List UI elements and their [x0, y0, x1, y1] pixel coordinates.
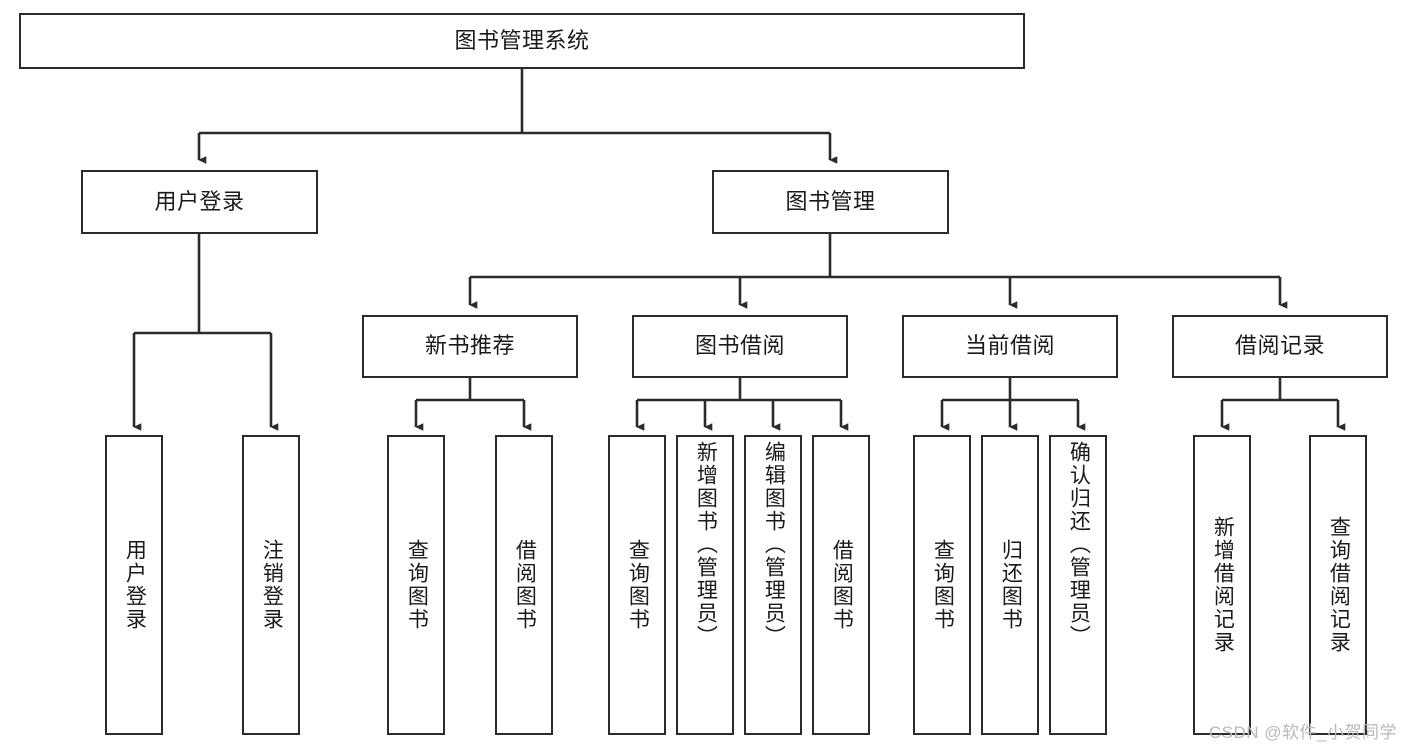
node-leaf-user-login-label: 用户登录 [123, 539, 147, 631]
node-leaf-add-book-admin[interactable]: 新增图书（管理员） [676, 435, 734, 735]
node-leaf-confirm-return-admin-label: 确认归还（管理员） [1067, 441, 1091, 648]
node-book-manage-label: 图书管理 [785, 188, 876, 214]
edge-group-borrow-record [1220, 378, 1346, 431]
node-leaf-add-book-admin-label: 新增图书（管理员） [694, 441, 718, 648]
node-new-book-recommend[interactable]: 新书推荐 [362, 315, 578, 378]
node-user-login[interactable]: 用户登录 [81, 170, 318, 234]
node-leaf-add-borrow-record[interactable]: 新增借阅记录 [1193, 435, 1251, 735]
node-leaf-query-borrow-record[interactable]: 查询借阅记录 [1309, 435, 1367, 735]
node-leaf-borrow-book-1-label: 借阅图书 [513, 539, 537, 631]
node-leaf-borrow-book-2[interactable]: 借阅图书 [812, 435, 870, 735]
node-leaf-user-login[interactable]: 用户登录 [105, 435, 163, 735]
node-current-borrow-label: 当前借阅 [964, 333, 1055, 359]
node-leaf-query-book-1[interactable]: 查询图书 [387, 435, 445, 735]
node-root-system[interactable]: 图书管理系统 [19, 13, 1025, 69]
node-current-borrow[interactable]: 当前借阅 [902, 315, 1118, 378]
node-root-system-label: 图书管理系统 [454, 27, 590, 53]
node-leaf-borrow-book-2-label: 借阅图书 [830, 539, 854, 631]
node-leaf-query-borrow-record-label: 查询借阅记录 [1327, 516, 1351, 654]
node-leaf-edit-book-admin[interactable]: 编辑图书（管理员） [744, 435, 802, 735]
node-book-borrow-label: 图书借阅 [694, 333, 785, 359]
node-leaf-add-borrow-record-label: 新增借阅记录 [1211, 516, 1235, 654]
node-book-borrow[interactable]: 图书借阅 [632, 315, 848, 378]
edge-group-new-book [414, 378, 532, 431]
edge-group-book-manage [468, 234, 1288, 309]
node-leaf-borrow-book-1[interactable]: 借阅图书 [495, 435, 553, 735]
node-leaf-query-book-3[interactable]: 查询图书 [913, 435, 971, 735]
node-leaf-query-book-3-label: 查询图书 [931, 539, 955, 631]
node-leaf-query-book-1-label: 查询图书 [405, 539, 429, 631]
watermark: CSDN @软件_小贺同学 [1208, 723, 1397, 742]
node-leaf-logout[interactable]: 注销登录 [242, 435, 300, 735]
node-borrow-record-label: 借阅记录 [1234, 333, 1325, 359]
node-leaf-logout-label: 注销登录 [260, 539, 284, 631]
node-leaf-return-book[interactable]: 归还图书 [981, 435, 1039, 735]
edge-group-user-login [132, 234, 279, 431]
node-leaf-query-book-2[interactable]: 查询图书 [608, 435, 666, 735]
node-leaf-return-book-label: 归还图书 [999, 539, 1023, 631]
node-leaf-edit-book-admin-label: 编辑图书（管理员） [762, 441, 786, 648]
edge-group-book-borrow [635, 378, 849, 431]
node-leaf-query-book-2-label: 查询图书 [626, 539, 650, 631]
node-book-manage[interactable]: 图书管理 [712, 170, 949, 234]
edge-group-root [197, 69, 838, 164]
edge-group-current-borrow [940, 378, 1086, 431]
node-new-book-recommend-label: 新书推荐 [424, 333, 515, 359]
node-leaf-confirm-return-admin[interactable]: 确认归还（管理员） [1049, 435, 1107, 735]
node-borrow-record[interactable]: 借阅记录 [1172, 315, 1388, 378]
node-user-login-label: 用户登录 [154, 188, 245, 214]
